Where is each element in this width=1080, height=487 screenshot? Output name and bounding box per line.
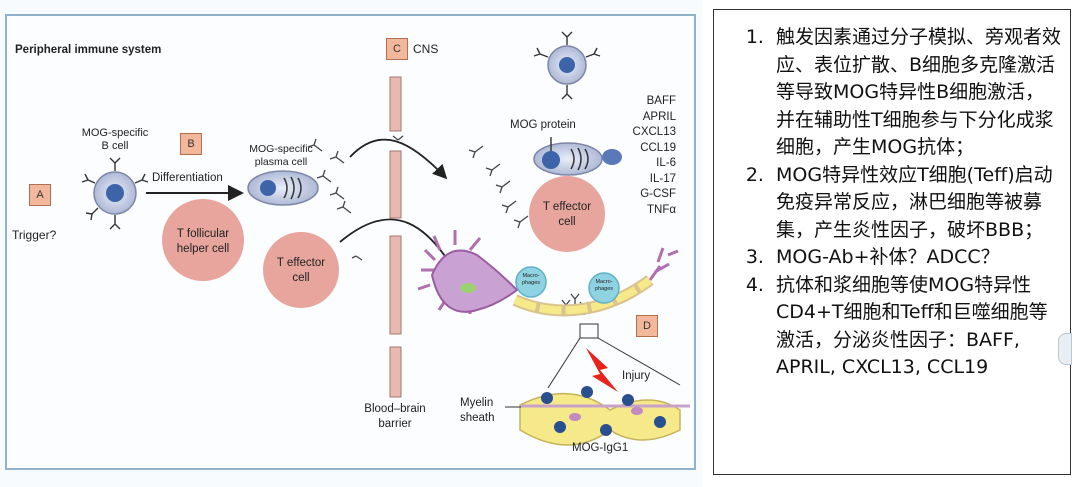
note-item: MOG-Ab+补体？ADCC？: [770, 244, 1062, 272]
cytokine-label: G-CSF: [640, 188, 676, 200]
notes-panel: 触发因素通过分子模拟、旁观者效应、表位扩散、B细胞多克隆激活等导致MOG特异性B…: [713, 9, 1072, 475]
b-cell: [81, 157, 149, 230]
cytokine-label: IL-17: [649, 172, 676, 185]
cytokine-label: IL-6: [656, 157, 676, 169]
antibodies: [307, 135, 589, 315]
plasma-cell: [247, 170, 319, 206]
diagram-graphics: [81, 31, 690, 446]
note-item: MOG特异性效应T细胞(Teff)启动免疫异常反应，淋巴细胞等被募集，产生炎性因…: [770, 162, 1062, 245]
diagram-title: Peripheral immune system: [15, 44, 162, 56]
macrophage-left-label: Macro- phages: [521, 273, 541, 286]
myelin-sheath-detail: [519, 386, 690, 446]
cytokine-label: TNFα: [646, 203, 676, 216]
trigger-label: Trigger?: [12, 228, 57, 242]
plasma-cell-label: MOG-specific plasma cell: [249, 143, 313, 168]
cns-label: CNS: [413, 42, 439, 56]
mog-protein-label: MOG protein: [510, 119, 576, 131]
t-effector-cell-right: [529, 176, 605, 252]
note-item: 触发因素通过分子模拟、旁观者效应、表位扩散、B细胞多克隆激活等导致MOG特异性B…: [770, 24, 1062, 162]
side-scroll-tab[interactable]: [1058, 333, 1072, 365]
panel-label-a: A: [29, 184, 51, 206]
cytokine-list: BAFF APRIL CXCL13 CCL19 IL-6 IL-17 G-CSF…: [630, 94, 676, 218]
myelinated-axon: [512, 247, 679, 317]
antibody-migration-arrow: [349, 138, 448, 180]
panel-label-b: B: [180, 133, 202, 155]
injury-bolt-icon: [586, 348, 618, 392]
cytokine-label: APRIL: [642, 110, 676, 123]
panel-label-d: D: [636, 315, 658, 337]
t-effector-right-label: T effector cell: [542, 201, 592, 228]
zoom-box: [579, 323, 599, 339]
immune-diagram-panel: Peripheral immune system A B C D CNS Tri…: [5, 14, 696, 470]
blood-brain-barrier-column: [389, 76, 402, 398]
note-item: 抗体和浆细胞等使MOG特异性CD4+T细胞和Teff和巨噬细胞等激活，分泌炎性因…: [770, 272, 1062, 382]
myelin-sheath-label: Myelin sheath: [460, 397, 495, 424]
cytokine-label: BAFF: [646, 95, 676, 107]
cytokine-label: CCL19: [640, 141, 676, 154]
tfh-cell-label: T follicular helper cell: [176, 228, 230, 255]
mog-protein-blob: [602, 149, 622, 165]
t-effector-left-label: T effector cell: [276, 257, 326, 284]
cns-b-cell: [533, 31, 601, 100]
bbb-label: Blood–brain barrier: [364, 403, 426, 430]
macrophage-left: [515, 266, 547, 298]
mog-igg1-label: MOG-IgG1: [572, 442, 629, 454]
macrophage-right-label: Macro- phages: [594, 279, 614, 292]
notes-list: 触发因素通过分子模拟、旁观者效应、表位扩散、B细胞多克隆激活等导致MOG特异性B…: [714, 10, 1070, 382]
b-cell-label: MOG-specific B cell: [81, 127, 149, 152]
t-effector-cell-left: [263, 232, 339, 308]
macrophage-right: [588, 272, 620, 304]
differentiation-label: Differentiation: [152, 172, 223, 184]
injury-label: Injury: [622, 370, 651, 382]
tfh-cell: [162, 199, 244, 281]
mog-protein-cell: [533, 137, 603, 176]
panel-label-c: C: [386, 38, 408, 60]
cytokine-label: CXCL13: [632, 126, 676, 138]
neuron: [417, 230, 519, 314]
